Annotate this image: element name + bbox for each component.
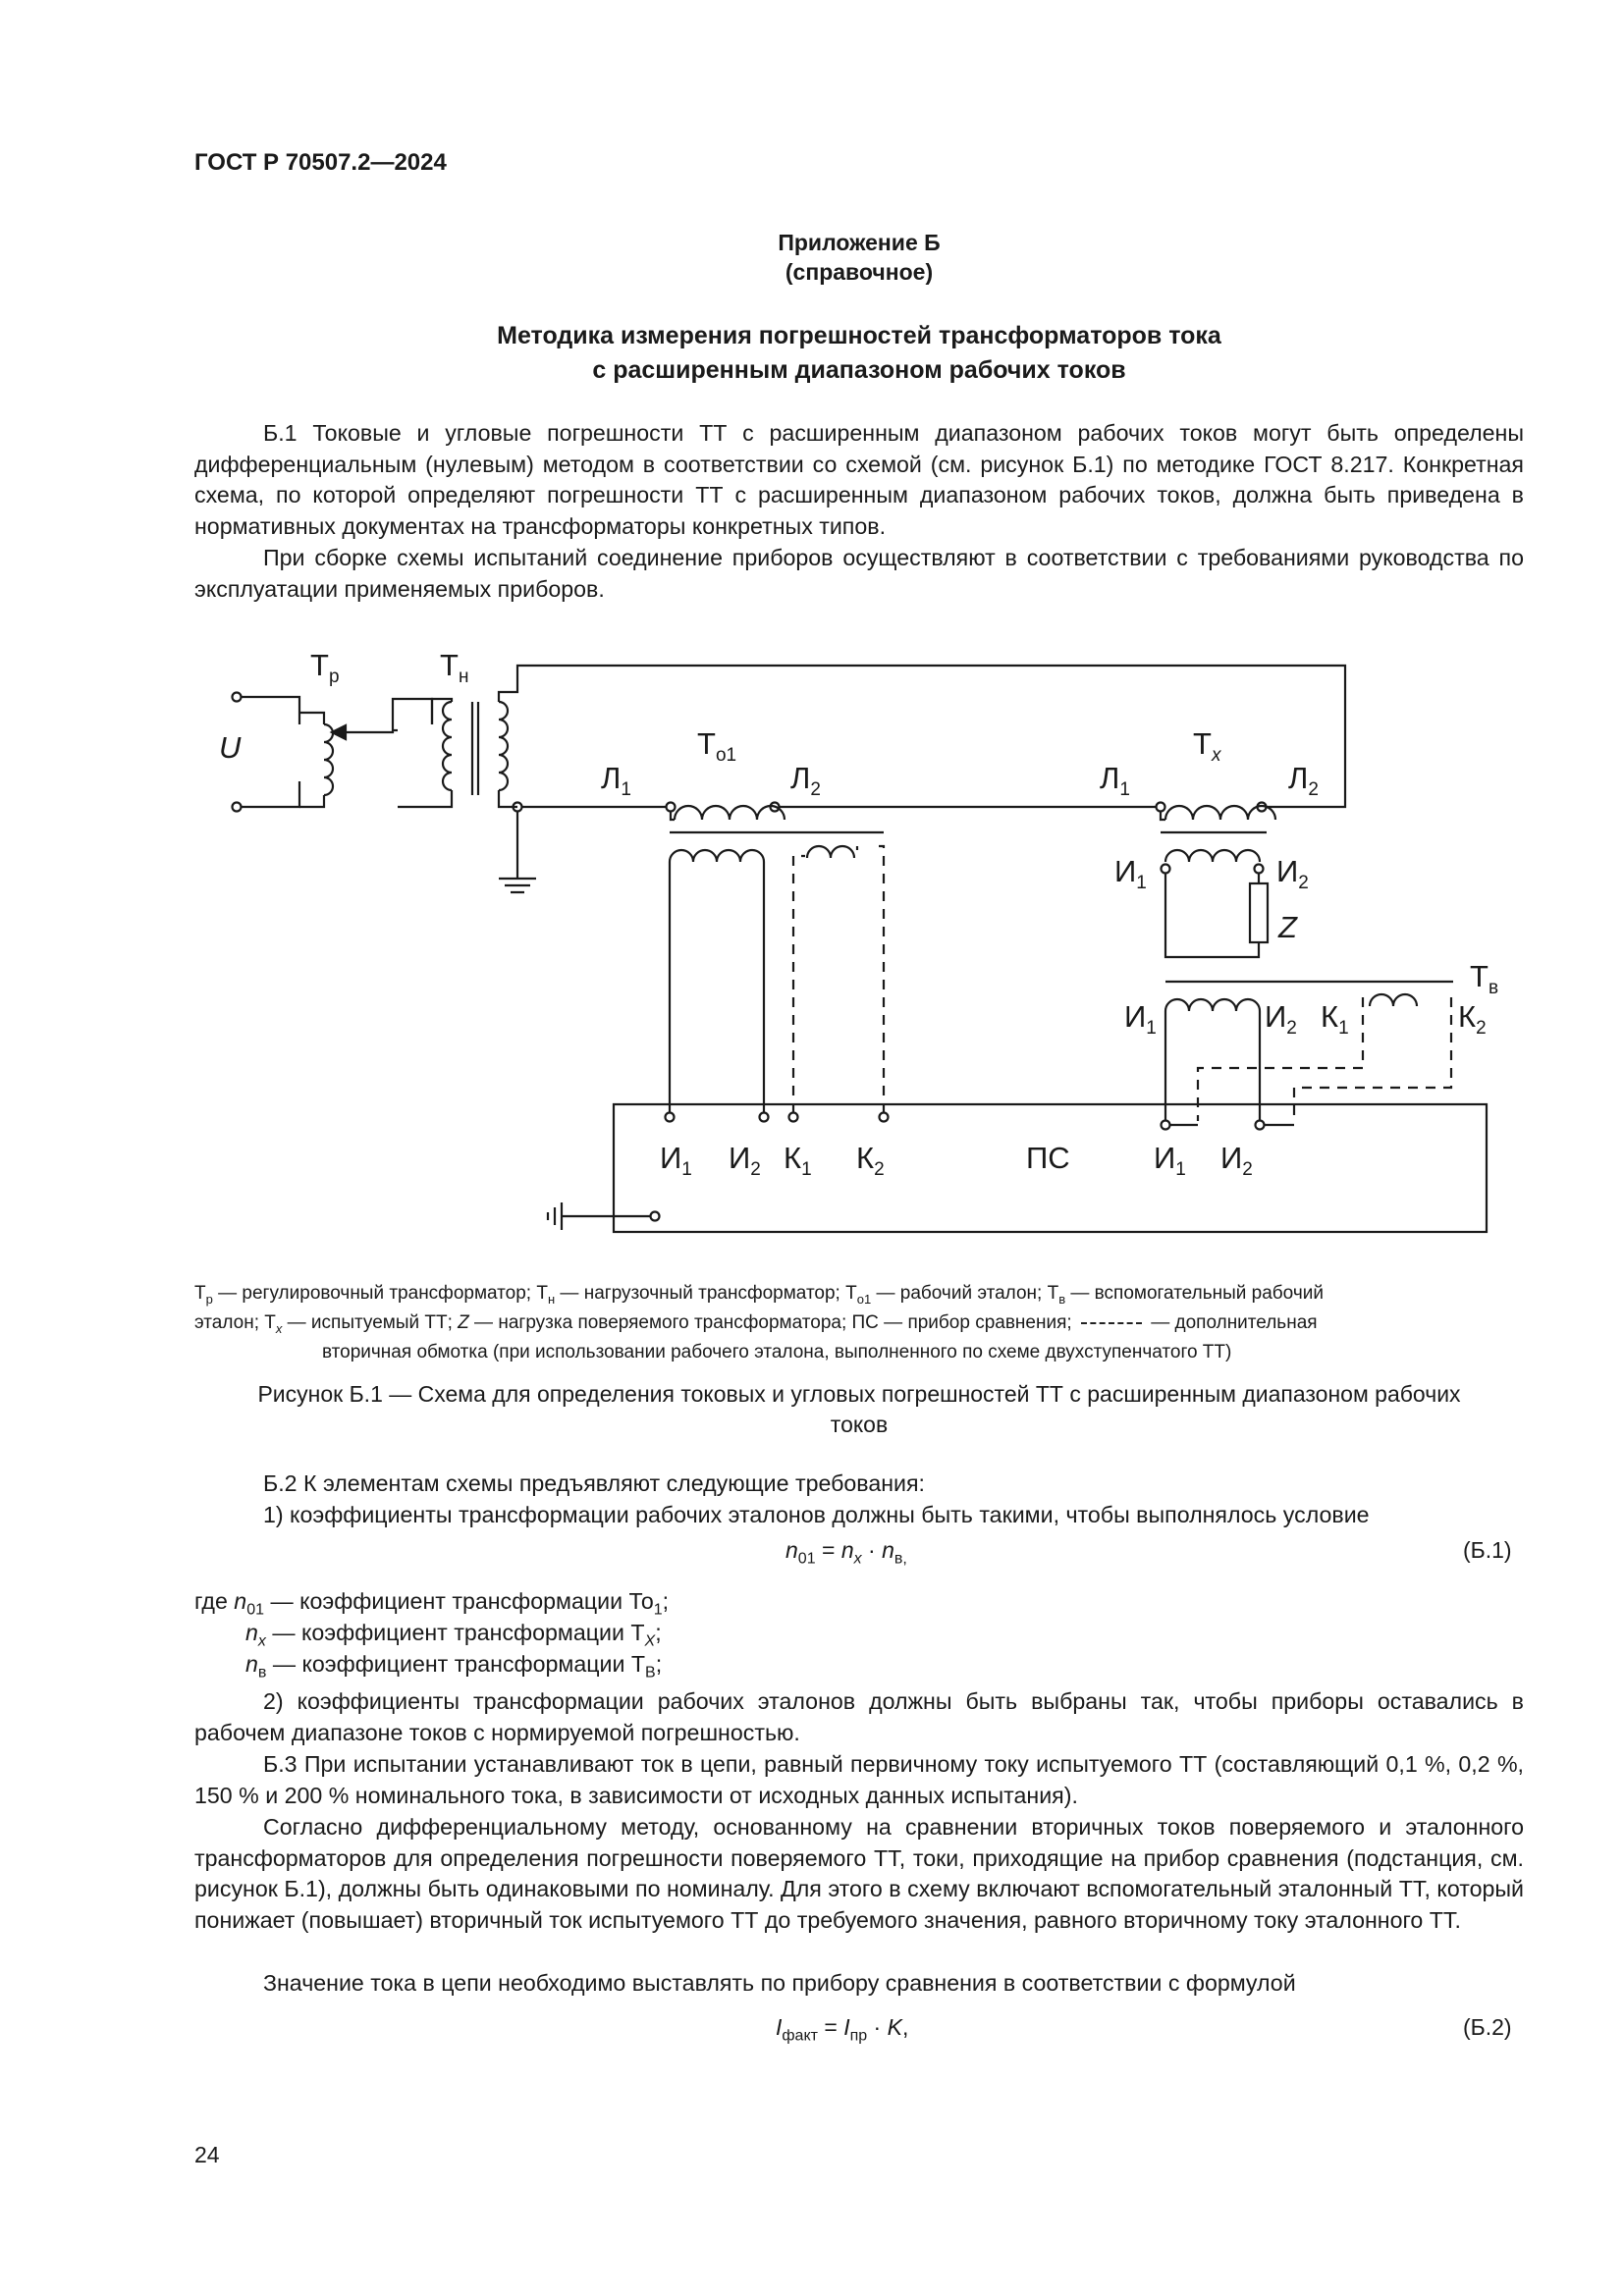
to1-additional-coil: [805, 844, 859, 859]
svg-text:То1: То1: [697, 726, 736, 766]
to1-primary-coil: [673, 804, 786, 821]
definition-nv: nв — коэффициент трансформации ТВ;: [245, 1651, 663, 1682]
to1-l2-terminal: [769, 801, 781, 813]
tx-i1-terminal: [1160, 863, 1171, 875]
paragraph-b1: Б.1 Токовые и угловые погрешности ТТ с р…: [194, 420, 1524, 539]
formula-b1: n01 = nx · nв,: [785, 1537, 907, 1568]
wire-input-top: [242, 695, 301, 724]
svg-text:К1: К1: [784, 1141, 812, 1180]
load-z: [1248, 881, 1270, 944]
tv-additional-winding: [1196, 997, 1453, 1121]
legend-line-2: эталон; Тx — испытуемый ТТ; Z — нагрузка…: [194, 1311, 1318, 1336]
input-terminal-top: [231, 691, 243, 703]
tn-core: [470, 702, 480, 795]
document-code: ГОСТ Р 70507.2—2024: [194, 149, 447, 176]
tv-secondary-coil: [1164, 997, 1262, 1012]
svg-text:Тр: Тр: [310, 648, 340, 687]
svg-text:И1: И1: [1114, 854, 1147, 893]
circuit-diagram: U Тр Тн То1 Тx Тв Л1 Л2 Л1 Л2 И1 И2 Z И1…: [219, 648, 1498, 1234]
svg-text:И2: И2: [729, 1141, 761, 1180]
title-line-2: с расширенным диапазоном рабочих токов: [592, 356, 1126, 384]
svg-text:И1: И1: [1154, 1141, 1186, 1180]
legend-line-3: вторичная обмотка (при использовании раб…: [322, 1341, 1232, 1362]
tx-i2-terminal: [1253, 863, 1265, 875]
definition-n01: где n01 — коэффициент трансформации То1;: [194, 1588, 670, 1619]
formula-b2: Iфакт = Iпр · K,: [776, 2014, 909, 2045]
section-title: Методика измерения погрешностей трансфор…: [194, 319, 1524, 388]
appendix-type: (справочное): [785, 259, 934, 285]
to1-secondary-coil: [668, 848, 766, 863]
to1-additional-winding: [791, 844, 886, 1113]
title-line-1: Методика измерения погрешностей трансфор…: [497, 322, 1221, 349]
svg-text:И1: И1: [660, 1141, 692, 1180]
wire-input-bottom: [242, 781, 301, 809]
paragraph-requirement-2: 2) коэффициенты трансформации рабочих эт…: [194, 1688, 1524, 1745]
paragraph-assembly: При сборке схемы испытаний соединение пр…: [194, 545, 1524, 602]
legend-line-1: Тр — регулировочный трансформатор; Тн — …: [194, 1283, 1324, 1307]
svg-text:И2: И2: [1265, 999, 1297, 1039]
tx-l2-terminal: [1256, 801, 1268, 813]
label-u: U: [219, 730, 242, 765]
paragraph-differential-method: Согласно дифференциальному методу, основ…: [194, 1814, 1524, 1933]
tx-secondary-coil: [1164, 848, 1262, 863]
figure-legend: Тр — регулировочный трансформатор; Тн — …: [194, 1282, 1524, 1364]
svg-text:Тв: Тв: [1470, 959, 1498, 998]
appendix-label: Приложение Б: [778, 230, 941, 255]
tv-additional-coil: [1368, 992, 1419, 1007]
page-number: 24: [194, 2142, 220, 2167]
to1-l1-terminal: [665, 801, 677, 813]
paragraph-current-setting: Значение тока в цепи необходимо выставля…: [263, 1970, 1296, 1996]
paragraph-b3: Б.3 При испытании устанавливают ток в це…: [194, 1751, 1524, 1808]
svg-text:Л1: Л1: [601, 761, 631, 800]
svg-text:К2: К2: [856, 1141, 885, 1180]
tx-l1-terminal: [1155, 801, 1166, 813]
svg-text:И2: И2: [1276, 854, 1309, 893]
dashed-line-glyph: [1080, 1321, 1142, 1324]
formula-b1-number: (Б.1): [1463, 1537, 1512, 1563]
svg-text:К2: К2: [1458, 999, 1487, 1039]
svg-text:Тx: Тx: [1193, 726, 1222, 766]
comparator-box: [612, 1102, 1489, 1234]
svg-text:И2: И2: [1220, 1141, 1253, 1180]
paragraph-requirement-1: 1) коэффициенты трансформации рабочих эт…: [263, 1502, 1370, 1527]
svg-text:Л2: Л2: [790, 761, 821, 800]
comparator-ground-symbol: [546, 1202, 564, 1230]
svg-text:Тн: Тн: [440, 648, 468, 687]
label-ps: ПС: [1026, 1141, 1070, 1175]
wire-top-loop: [497, 664, 1347, 809]
svg-text:Z: Z: [1277, 910, 1298, 944]
tp-slider-wire: [342, 697, 434, 734]
input-terminal-bottom: [231, 801, 243, 813]
ground-symbol: [499, 877, 536, 894]
svg-text:И1: И1: [1124, 999, 1157, 1039]
tp-coil: [323, 722, 335, 797]
tp-slider-arrow: [329, 723, 348, 741]
comparator-ground-terminal: [649, 1210, 661, 1222]
figure-caption: Рисунок Б.1 — Схема для определения токо…: [257, 1381, 1461, 1437]
formula-b2-number: (Б.2): [1463, 2014, 1512, 2040]
definition-nx: nx — коэффициент трансформации ТX;: [245, 1620, 662, 1650]
paragraph-b2: Б.2 К элементам схемы предъявляют следую…: [263, 1470, 925, 1496]
tn-primary-coil: [441, 700, 453, 792]
appendix-heading: Приложение Б (справочное): [194, 228, 1524, 287]
tn-secondary-coil: [498, 700, 510, 792]
svg-text:К1: К1: [1321, 999, 1349, 1039]
svg-text:Л2: Л2: [1288, 761, 1319, 800]
svg-text:Л1: Л1: [1100, 761, 1130, 800]
